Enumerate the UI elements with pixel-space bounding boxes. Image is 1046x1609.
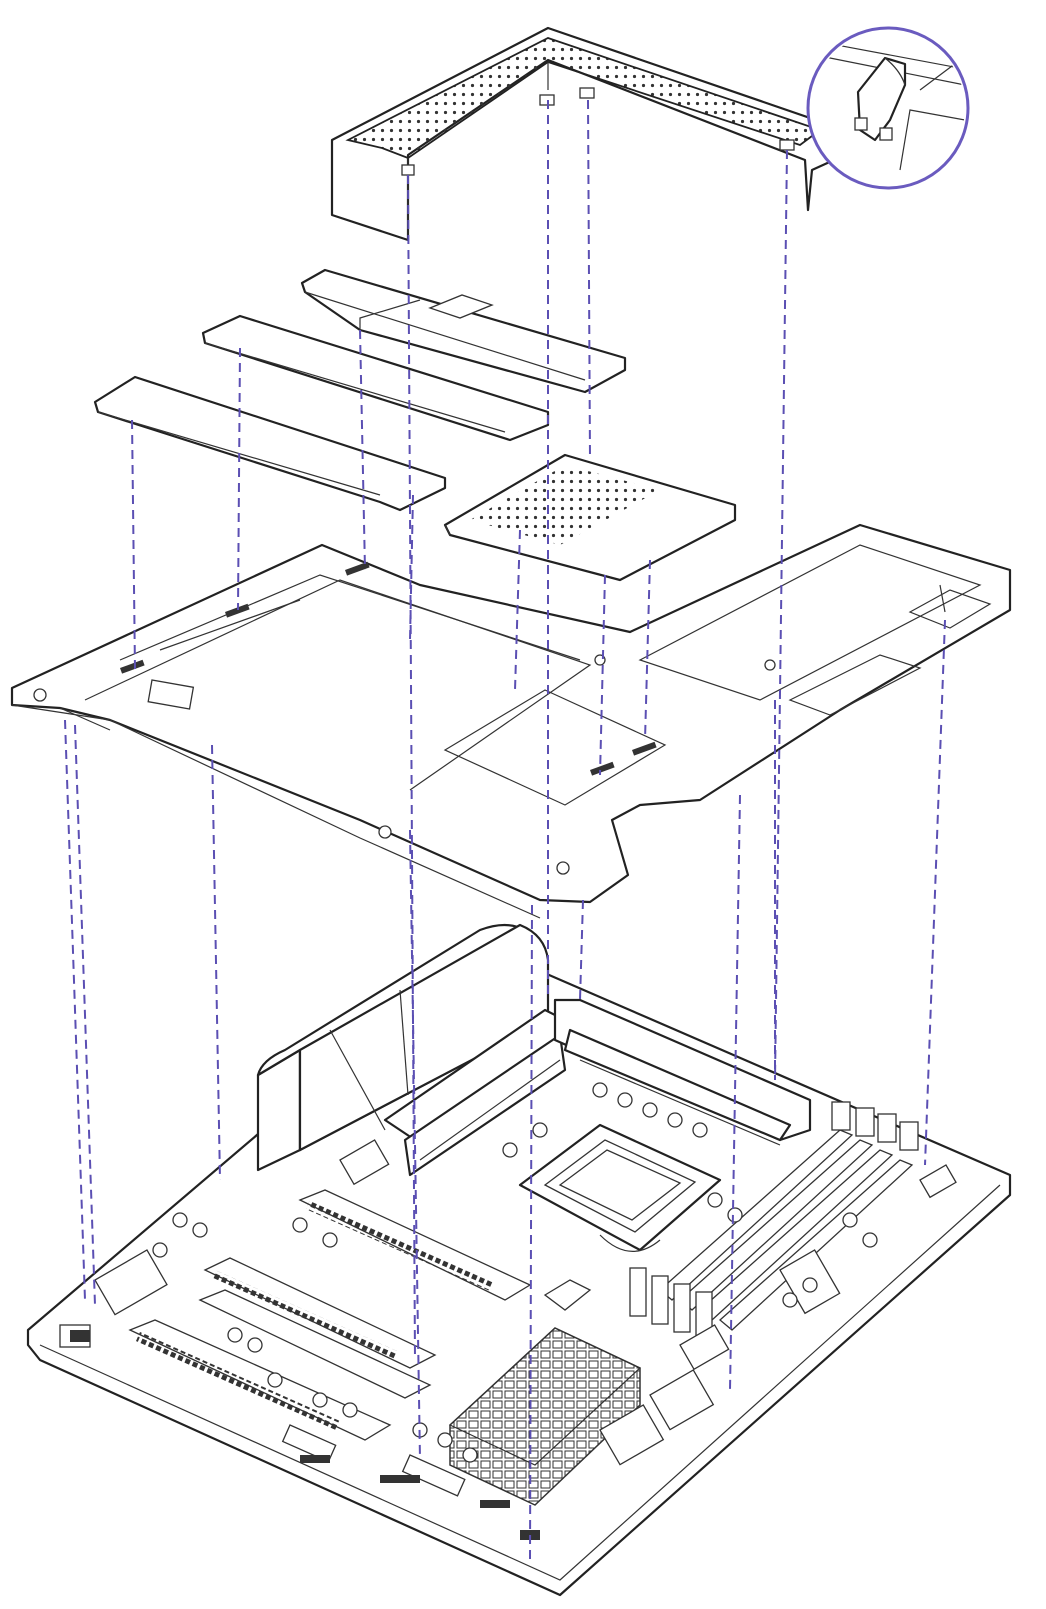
m2-cover-plate xyxy=(300,268,627,394)
m2-heatsink-plate-middle xyxy=(201,314,550,442)
vrm-heatsink xyxy=(256,923,550,1172)
memory-slots xyxy=(629,1101,919,1341)
armor-frame-panel xyxy=(10,523,1012,919)
cpu-socket xyxy=(518,1123,722,1252)
retention-clip-detail xyxy=(806,26,970,190)
m2-heatsink-plates xyxy=(93,268,627,512)
chipset-heatsink-plate xyxy=(443,453,737,582)
motherboard xyxy=(26,923,1012,1597)
top-shroud xyxy=(330,26,847,242)
chipset-heatsink xyxy=(448,1327,642,1506)
board-components xyxy=(59,1082,957,1540)
alignment-guide-lines xyxy=(64,99,946,1561)
